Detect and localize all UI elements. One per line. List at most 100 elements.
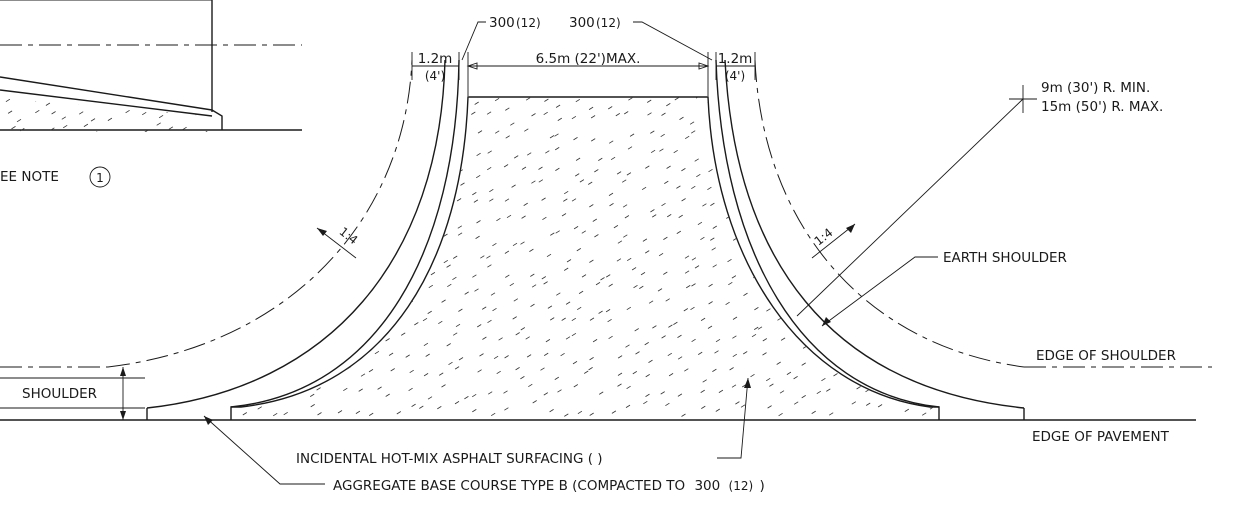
hatch-mark <box>239 393 245 398</box>
hatch-mark <box>504 355 509 359</box>
note-circle-icon <box>89 166 111 188</box>
hatch-mark <box>407 134 413 138</box>
hatch-mark <box>833 189 839 193</box>
hatch-mark <box>531 284 537 288</box>
hatch-mark <box>394 154 399 158</box>
hatch-mark <box>474 101 479 105</box>
hatch-mark <box>506 214 512 219</box>
hatch-mark <box>357 187 363 191</box>
hatch-mark <box>617 240 623 244</box>
hatch-mark <box>747 218 753 222</box>
hatch-mark <box>712 121 718 125</box>
hatch-mark <box>323 158 329 162</box>
hatch-mark <box>786 371 792 375</box>
hatch-mark <box>821 377 826 382</box>
hatch-mark <box>563 190 569 195</box>
hatch-mark <box>115 134 119 137</box>
hatch-mark <box>930 259 936 263</box>
hatch-mark <box>476 152 481 157</box>
hatch-mark <box>856 386 861 390</box>
hatch-mark <box>626 306 632 311</box>
hatch-mark <box>283 259 288 263</box>
hatch-mark <box>327 290 333 295</box>
hatch-mark <box>368 121 373 126</box>
hatch-mark <box>362 247 368 251</box>
hatch-mark <box>443 259 449 264</box>
hatch-mark <box>811 410 816 414</box>
hatch-mark <box>873 287 878 291</box>
hatch-mark <box>799 291 805 295</box>
left-offset-value: 300 <box>489 15 515 31</box>
hatch-mark <box>446 264 451 268</box>
hatch-mark <box>661 335 666 339</box>
hatch-mark <box>486 255 491 259</box>
hatch-mark <box>913 260 918 264</box>
hatch-mark <box>560 352 565 357</box>
left-width-metric: 1.2m <box>418 51 453 67</box>
hatch-mark <box>660 391 665 395</box>
hatch-mark <box>303 327 308 331</box>
hatch-mark <box>848 116 854 120</box>
hatch-mark <box>316 387 321 391</box>
hatch-mark <box>395 114 401 118</box>
hatch-mark <box>310 341 315 345</box>
hatch-mark <box>898 131 903 135</box>
hatch-mark <box>681 168 686 172</box>
hatch-mark <box>895 204 900 209</box>
hatch-mark <box>652 325 657 329</box>
hatch-mark <box>697 351 703 355</box>
hatch-mark <box>213 134 217 137</box>
hatch-mark <box>543 352 549 356</box>
hatch-mark <box>589 317 595 321</box>
hatch-mark <box>571 198 577 202</box>
hatch-mark <box>766 308 771 312</box>
hatch-mark <box>594 169 599 173</box>
hatch-mark <box>796 205 802 209</box>
hatch-mark <box>819 337 825 341</box>
hatch-mark <box>862 223 867 227</box>
hatch-mark <box>385 224 391 228</box>
hatch-mark <box>185 108 190 112</box>
hatch-mark <box>362 135 368 139</box>
hatch-mark <box>751 333 757 338</box>
hatch-mark <box>454 366 460 370</box>
hatch-mark <box>110 98 116 99</box>
arrow-icon <box>317 228 327 236</box>
hatch-mark <box>375 133 381 137</box>
radius-max: 15m (50') R. MAX. <box>1041 99 1163 115</box>
base-course-callout: AGGREGATE BASE COURSE TYPE B (COMPACTED … <box>203 415 765 494</box>
hatch-mark <box>513 155 519 159</box>
hatch-mark <box>920 319 926 323</box>
hatch-mark <box>617 372 623 376</box>
hatch-mark <box>35 109 40 114</box>
hatch-mark <box>5 98 11 103</box>
hatch-mark <box>661 112 666 116</box>
hatch-mark <box>237 101 242 105</box>
hatch-mark <box>357 117 363 121</box>
hatch-mark <box>554 147 560 151</box>
hatch-mark <box>561 317 566 321</box>
hatch-mark <box>322 354 327 358</box>
hatch-mark <box>903 102 909 107</box>
hatch-mark <box>812 97 817 101</box>
hatch-mark <box>923 265 929 269</box>
hatch-mark <box>374 164 380 168</box>
hatch-mark <box>393 171 398 175</box>
hatch-mark <box>938 163 939 167</box>
hatch-mark <box>452 332 458 336</box>
hatch-mark <box>532 400 537 404</box>
hatch-mark <box>294 188 299 192</box>
hatch-mark <box>566 259 572 263</box>
hatch-mark <box>930 357 935 361</box>
hatch-mark <box>877 358 883 363</box>
hatch-mark <box>865 402 871 406</box>
hatch-mark <box>615 113 621 117</box>
hatch-mark <box>676 185 681 189</box>
hatch-mark <box>320 189 326 194</box>
hatch-mark <box>785 222 791 226</box>
hatch-mark <box>405 354 410 358</box>
hatch-mark <box>735 401 740 405</box>
hatch-mark <box>409 213 415 217</box>
hatch-mark <box>764 288 770 292</box>
hatch-mark <box>354 341 360 345</box>
